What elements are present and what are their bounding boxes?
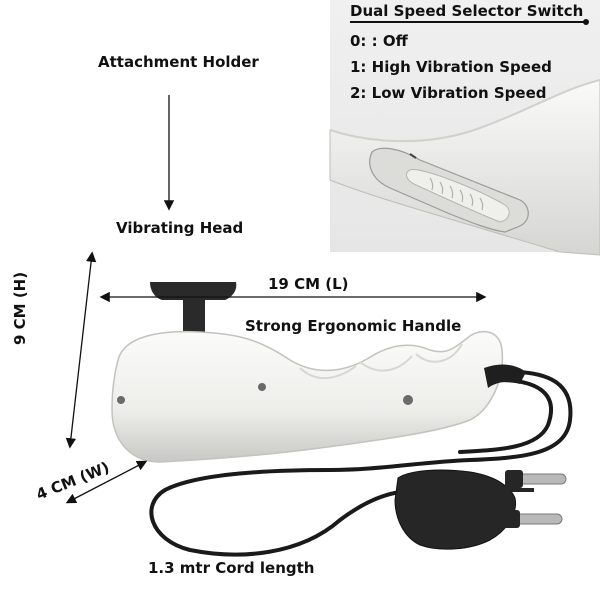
cord-length-label: 1.3 mtr Cord length	[148, 559, 315, 577]
screw-icon	[403, 395, 413, 405]
screw-icon	[258, 383, 266, 391]
switch-option-off: 0: : Off	[350, 32, 408, 50]
switch-option-low: 2: Low Vibration Speed	[350, 84, 547, 102]
handle-label: Strong Ergonomic Handle	[245, 317, 462, 335]
height-label: 9 CM (H)	[11, 271, 29, 345]
vibrating-head-label: Vibrating Head	[116, 219, 244, 237]
attachment-holder-label: Attachment Holder	[98, 53, 259, 71]
screw-icon	[117, 396, 125, 404]
vibrating-head-stem	[183, 300, 205, 340]
selector-switch-icon	[369, 147, 529, 233]
switch-closeup	[329, 19, 600, 256]
switch-title: Dual Speed Selector Switch	[350, 2, 584, 20]
switch-option-high: 1: High Vibration Speed	[350, 58, 552, 76]
length-label: 19 CM (L)	[268, 275, 349, 293]
power-plug-icon	[394, 469, 567, 550]
power-cord	[149, 369, 573, 557]
annotation-arrows	[65, 95, 487, 504]
massager-device	[111, 282, 526, 463]
